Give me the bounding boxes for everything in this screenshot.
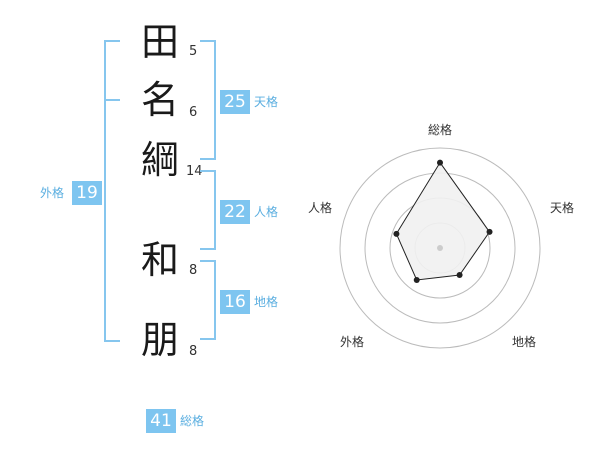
jinkaku-value-badge: 22 [220, 200, 250, 224]
name-char-4: 和 [140, 238, 179, 282]
radar-data-polygon [395, 161, 491, 281]
name-char-1: 田 [140, 20, 179, 64]
stroke-count-1: 5 [189, 44, 198, 59]
radar-point-4 [413, 277, 420, 284]
radar-point-5 [393, 230, 400, 237]
chikaku-value-badge: 16 [220, 290, 250, 314]
tenkaku-value-badge: 25 [220, 90, 250, 114]
tenkaku-label: 天格 [254, 95, 279, 109]
gaikaku-bracket [104, 40, 120, 342]
radar-axis-label-1: 総格 [428, 122, 452, 137]
chikaku-bracket [200, 260, 216, 340]
radar-point-3 [456, 271, 463, 278]
radar-axis-label-5: 人格 [308, 200, 332, 215]
radar-point-1 [437, 159, 443, 166]
radar-axis-label-2: 天格 [550, 200, 574, 215]
radar-axis-label-3: 地格 [512, 334, 536, 349]
soukaku-value-badge: 41 [146, 409, 176, 433]
soukaku-label: 総格 [180, 414, 205, 428]
gaikaku-label: 外格 [40, 186, 65, 200]
stroke-count-4: 8 [189, 263, 198, 278]
stroke-count-2: 6 [189, 105, 198, 120]
radar-axis-label-4: 外格 [340, 334, 364, 349]
chikaku-label: 地格 [254, 295, 279, 309]
stroke-count-5: 8 [189, 344, 198, 359]
radar-center-dot [437, 245, 443, 251]
jinkaku-label: 人格 [254, 205, 279, 219]
tenkaku-bracket [200, 40, 216, 160]
gaikaku-value-badge: 19 [72, 181, 102, 205]
name-char-3: 綱 [140, 138, 179, 182]
name-char-2: 名 [140, 78, 179, 122]
radar-grid-ring-4 [339, 147, 541, 349]
gaikaku-bracket-tick [104, 99, 120, 101]
jinkaku-bracket [200, 170, 216, 250]
stroke-count-3: 14 [186, 164, 203, 179]
name-char-5: 朋 [140, 318, 179, 362]
radar-point-2 [486, 228, 493, 235]
